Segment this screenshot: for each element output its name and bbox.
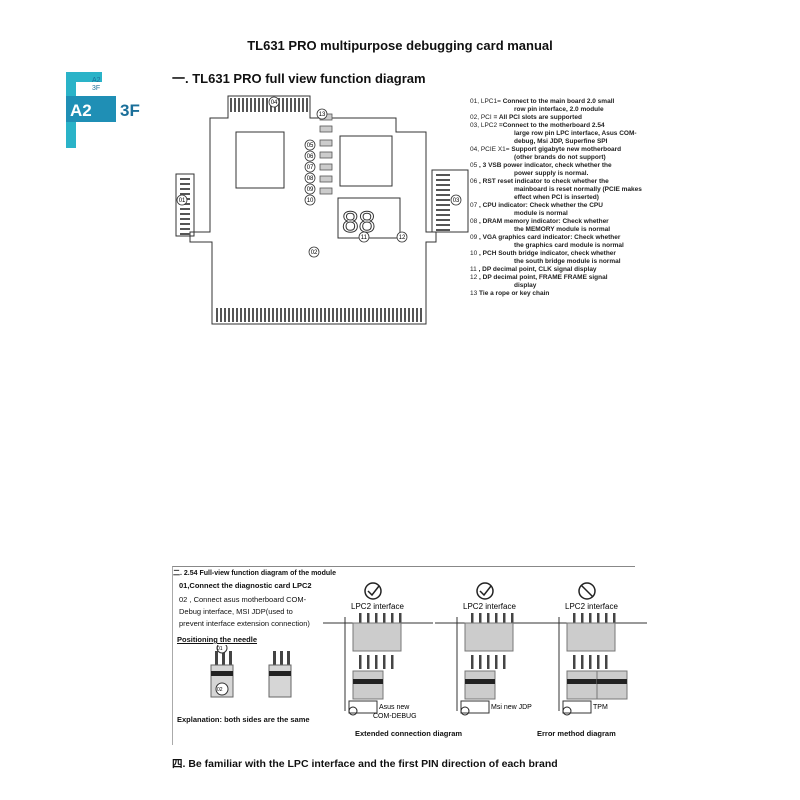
- needle-diagram: 01 02: [210, 645, 292, 698]
- marker-label-07: 07: [307, 165, 314, 171]
- function-line: 08 , DRAM memory indicator: Check whethe…: [470, 218, 609, 225]
- section1-heading: 一. TL631 PRO full view function diagram: [172, 71, 426, 86]
- pin01-label: 01: [217, 646, 223, 652]
- function-line: display: [514, 282, 537, 289]
- item2-line3: prevent interface extension connection): [179, 619, 310, 628]
- function-line: module is normal: [514, 210, 568, 217]
- function-line: the graphics card module is normal: [514, 242, 624, 249]
- function-line: 02, PCI = All PCI slots are supported: [470, 114, 582, 121]
- function-list: 01, LPC1= Connect to the main board 2.0 …: [470, 98, 642, 298]
- explanation-text: Explanation: both sides are the same: [177, 715, 310, 724]
- function-line: debug, Msi JDP, Superfine SPI: [514, 138, 608, 145]
- function-line: 06 , RST reset indicator to check whethe…: [470, 178, 609, 185]
- marker-06: [304, 150, 316, 162]
- marker-04: [268, 96, 280, 108]
- marker-label-01: 01: [179, 198, 186, 204]
- function-line: (other brands do not support): [514, 154, 606, 161]
- function-line: the south bridge module is normal: [514, 258, 621, 265]
- marker-label-08: 08: [307, 176, 314, 182]
- logo-small-1: A2: [92, 77, 101, 84]
- function-line: effect when PCI is inserted): [514, 194, 599, 201]
- lpc2-label: LPC2 interface: [463, 602, 516, 611]
- board-name: Msi new JDP: [491, 704, 532, 711]
- logo-mark: A2: [70, 101, 92, 120]
- check-icon: [476, 582, 494, 600]
- function-line: 05 , 3 VSB power indicator, check whethe…: [470, 162, 612, 169]
- marker-label-10: 10: [307, 198, 314, 204]
- item2-line2: Debug interface, MSI JDP(used to: [179, 607, 293, 616]
- function-line: row pin interface, 2.0 module: [514, 106, 604, 113]
- section2-panel: 二. 2.54 Full-view function diagram of th…: [172, 566, 647, 745]
- document-title: TL631 PRO multipurpose debugging card ma…: [247, 38, 553, 53]
- section2-heading: 二. 2.54 Full-view function diagram of th…: [173, 570, 336, 577]
- marker-label-09: 09: [307, 187, 314, 193]
- function-line: 01, LPC1= Connect to the main board 2.0 …: [470, 98, 615, 105]
- function-line: large row pin LPC interface, Asus COM-: [514, 130, 637, 137]
- function-line: 04, PCIE X1= Support gigabyte new mother…: [470, 146, 622, 153]
- marker-label-06: 06: [307, 154, 314, 160]
- marker-label-13: 13: [319, 112, 326, 118]
- function-line: 11 , DP decimal point, CLK signal displa…: [470, 266, 597, 273]
- marker-08: [304, 172, 316, 184]
- board-name: TPM: [593, 704, 608, 711]
- check-icon: [364, 582, 382, 600]
- logo-mark-2: 3F: [120, 101, 140, 120]
- function-line: the MEMORY module is normal: [514, 226, 611, 233]
- lpc2-label: LPC2 interface: [351, 602, 404, 611]
- marker-label-03: 03: [453, 198, 460, 204]
- marker-10: [304, 194, 316, 206]
- section4-heading: 四. Be familiar with the LPC interface an…: [172, 758, 558, 770]
- marker-label-11: 11: [361, 235, 368, 241]
- marker-13: [316, 108, 328, 120]
- brand-logo: A2 3F A2 3F: [66, 72, 140, 148]
- board-name: Asus new: [379, 704, 410, 711]
- marker-01: [176, 194, 188, 206]
- lpc2-label: LPC2 interface: [565, 602, 618, 611]
- function-line: 03, LPC2 =Connect to the motherboard 2.5…: [470, 122, 605, 129]
- positioning-label: Positioning the needle: [177, 635, 258, 644]
- marker-05: [304, 139, 316, 151]
- seven-segment: 88: [342, 206, 375, 239]
- function-line: 12 , DP decimal point, FRAME FRAME signa…: [470, 274, 608, 281]
- caption-extended: Extended connection diagram: [355, 729, 463, 738]
- function-line: 10 , PCH South bridge indicator, check w…: [470, 250, 616, 257]
- function-line: 07 , CPU indicator: Check whether the CP…: [470, 202, 603, 209]
- board-name-2: COM-DEBUG: [373, 713, 417, 720]
- marker-label-04: 04: [271, 100, 278, 106]
- function-line: mainboard is reset normally (PCIE makes: [514, 186, 642, 193]
- marker-label-12: 12: [399, 235, 406, 241]
- marker-03: [450, 194, 462, 206]
- marker-label-05: 05: [307, 143, 314, 149]
- forbidden-icon: [578, 582, 596, 600]
- function-line: 13 Tie a rope or key chain: [470, 290, 550, 297]
- marker-12: [396, 231, 408, 243]
- item2-line1: 02 , Connect asus motherboard COM-: [179, 595, 307, 604]
- marker-09: [304, 183, 316, 195]
- marker-07: [304, 161, 316, 173]
- marker-11: [358, 231, 370, 243]
- function-line: 09 , VGA graphics card indicator: Check …: [470, 234, 621, 241]
- board-diagram: 88 01 02 03 04 05 06 07 08 09 10 11 12 13: [175, 95, 469, 325]
- item1-text: 01,Connect the diagnostic card LPC2: [179, 581, 312, 590]
- logo-small-2: 3F: [92, 85, 100, 92]
- marker-02: [308, 246, 320, 258]
- pin02-label: 02: [217, 687, 223, 693]
- caption-error: Error method diagram: [537, 729, 616, 738]
- function-line: power supply is normal.: [514, 170, 589, 177]
- marker-label-02: 02: [311, 250, 318, 256]
